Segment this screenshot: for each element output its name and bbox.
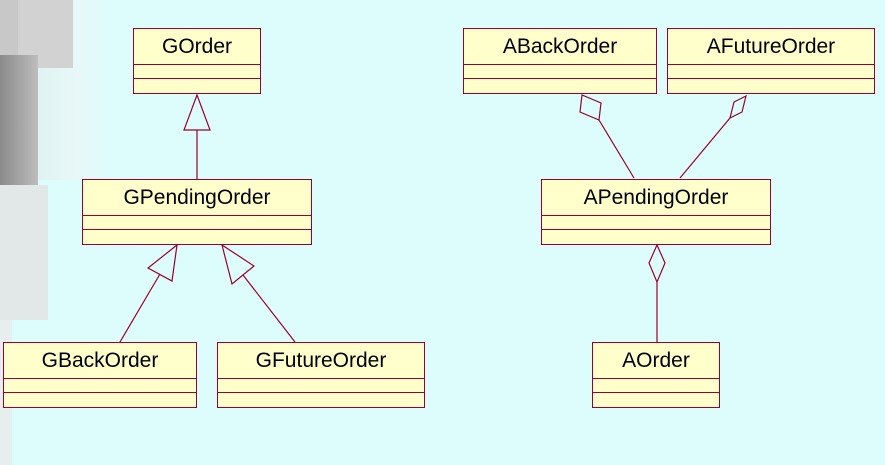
generalization-arrowhead [183, 93, 211, 131]
class-abackorder: ABackOrder [463, 28, 657, 94]
class-name: GOrder [134, 29, 260, 65]
generalization-line-gfuture-gpending [242, 274, 296, 343]
operations-compartment [668, 79, 874, 93]
generalization-arrowhead [221, 243, 256, 286]
operations-compartment [83, 230, 311, 244]
aggregation-diamond [648, 243, 666, 284]
operations-compartment [134, 79, 260, 93]
class-gfutureorder: GFutureOrder [217, 342, 425, 408]
class-name: ABackOrder [464, 29, 656, 65]
class-gorder: GOrder [133, 28, 261, 94]
attributes-compartment [4, 379, 196, 393]
operations-compartment [464, 79, 656, 93]
attributes-compartment [218, 379, 424, 393]
aggregation-diamond [729, 94, 747, 120]
attributes-compartment [83, 216, 311, 230]
class-name: AFutureOrder [668, 29, 874, 65]
class-name: AOrder [593, 343, 719, 379]
generalization-line-gback-gpending [119, 273, 161, 343]
operations-compartment [4, 393, 196, 407]
class-name: GPendingOrder [83, 180, 311, 216]
class-name: GBackOrder [4, 343, 196, 379]
attributes-compartment [542, 216, 770, 230]
generalization-arrowhead [146, 243, 178, 282]
class-apendingorder: APendingOrder [541, 179, 771, 245]
operations-compartment [542, 230, 770, 244]
class-name: GFutureOrder [218, 343, 424, 379]
class-aorder: AOrder [592, 342, 720, 408]
attributes-compartment [668, 65, 874, 79]
attributes-compartment [464, 65, 656, 79]
operations-compartment [593, 393, 719, 407]
class-name: APendingOrder [542, 180, 770, 216]
aggregation-diamond [579, 94, 602, 121]
class-afutureorder: AFutureOrder [667, 28, 875, 94]
class-gbackorder: GBackOrder [3, 342, 197, 408]
operations-compartment [218, 393, 424, 407]
class-gpendingorder: GPendingOrder [82, 179, 312, 245]
aggregation-line-afuture-apending [679, 117, 731, 179]
aggregation-line-aback-apending [598, 119, 635, 179]
attributes-compartment [593, 379, 719, 393]
attributes-compartment [134, 65, 260, 79]
